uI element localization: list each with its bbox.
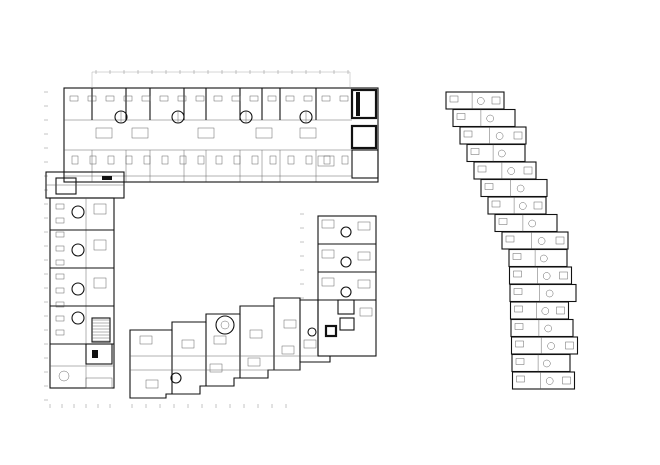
north-wing	[63, 71, 379, 183]
row-house-unit	[509, 301, 570, 320]
l-shaped-block	[44, 70, 379, 408]
row-house-unit	[473, 161, 537, 180]
row-house-unit	[445, 91, 505, 110]
row-house-unit	[510, 318, 574, 338]
row-house-unit	[452, 108, 516, 128]
row-house-unit	[508, 248, 568, 268]
grid-ticks-west	[44, 91, 111, 408]
row-house-unit	[508, 266, 573, 285]
row-house-unit	[466, 143, 526, 163]
stepped-central-block	[129, 213, 377, 408]
diagonal-row-houses	[445, 91, 579, 390]
row-house-unit	[501, 231, 569, 250]
row-house-unit	[509, 283, 577, 303]
west-wing	[49, 197, 115, 389]
row-house-unit	[487, 196, 547, 215]
row-house-unit	[510, 336, 579, 355]
row-house-unit	[511, 353, 571, 373]
row-house-unit	[494, 213, 558, 233]
row-house-unit	[459, 126, 527, 145]
row-house-unit	[511, 371, 576, 390]
south-stepped-row	[129, 297, 331, 399]
east-tower	[317, 215, 377, 357]
row-house-unit	[480, 178, 548, 198]
